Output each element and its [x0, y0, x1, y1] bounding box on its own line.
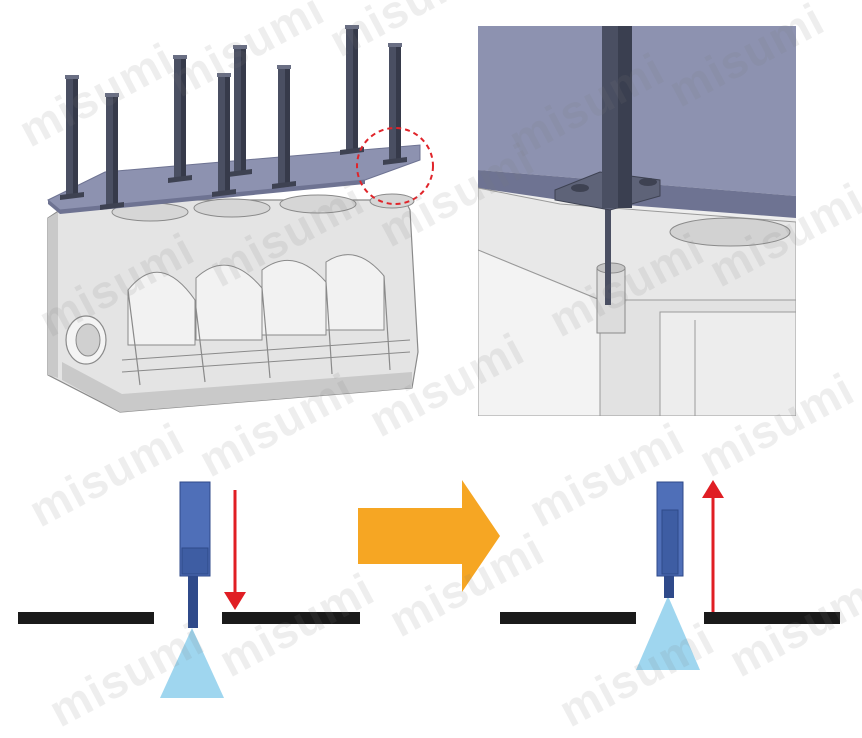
step1-illustration — [18, 481, 360, 698]
engine-block-icon — [47, 193, 419, 413]
spray-cone-icon — [636, 596, 700, 670]
next-step-arrow-icon — [358, 480, 500, 592]
surface-left-b — [222, 612, 360, 624]
fixture-post-1 — [60, 75, 84, 200]
fixture-post-3 — [168, 55, 192, 183]
overview-illustration — [47, 25, 434, 413]
pin-rod-icon — [188, 576, 198, 628]
surface-right-b — [704, 612, 840, 624]
step2-illustration — [500, 480, 840, 670]
down-arrow-icon — [224, 592, 246, 610]
fixture-post-4 — [228, 45, 252, 177]
surface-right-a — [500, 612, 636, 624]
detail-highlight-circle — [356, 127, 434, 205]
fixture-posts — [60, 25, 407, 210]
fixture-post-8 — [383, 43, 407, 165]
surface-left-a — [18, 612, 154, 624]
fixture-post-5 — [212, 73, 236, 197]
detail-illustration — [478, 26, 796, 416]
diagram-svg — [18, 25, 840, 698]
spray-cone-icon — [160, 628, 224, 698]
fixture-post-7 — [340, 25, 364, 155]
fixture-post-6 — [272, 65, 296, 189]
pin-rod-icon — [664, 576, 674, 598]
fixture-post-2 — [100, 93, 124, 210]
up-arrow-icon — [702, 480, 724, 498]
locating-pin-rod — [605, 205, 611, 305]
